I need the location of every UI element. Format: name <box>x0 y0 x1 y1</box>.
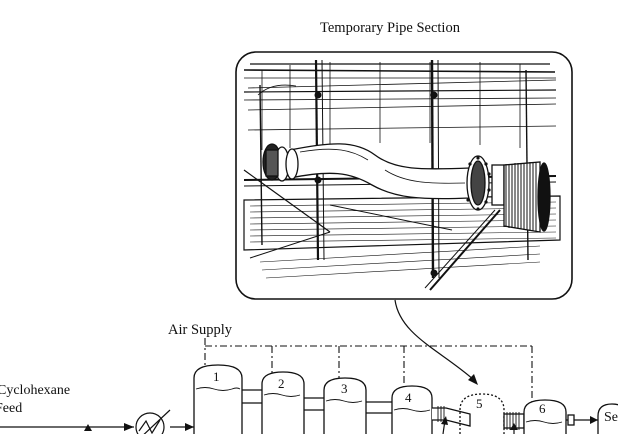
reactor-number-3: 3 <box>341 381 348 396</box>
reactor-number-1: 1 <box>213 369 220 384</box>
feed-valve-icon <box>84 424 92 431</box>
reactor-number-6: 6 <box>539 401 546 416</box>
separator-label: Se <box>604 410 618 425</box>
feed-label-line2: Feed <box>0 401 23 416</box>
reactor-number-2: 2 <box>278 376 285 391</box>
diagram-title: Temporary Pipe Section <box>320 20 460 36</box>
reactor-vessels <box>193 364 618 434</box>
air-supply-lines <box>204 338 533 434</box>
feed-label-line1: Cyclohexane <box>0 383 71 398</box>
callout-arrow <box>394 299 475 381</box>
air-supply-label: Air Supply <box>168 322 233 338</box>
temporary-pipe <box>262 143 551 233</box>
reactor-number-4: 4 <box>405 390 412 405</box>
heat-exchanger-icon <box>135 409 171 434</box>
reactor-number-5: 5 <box>476 396 483 411</box>
